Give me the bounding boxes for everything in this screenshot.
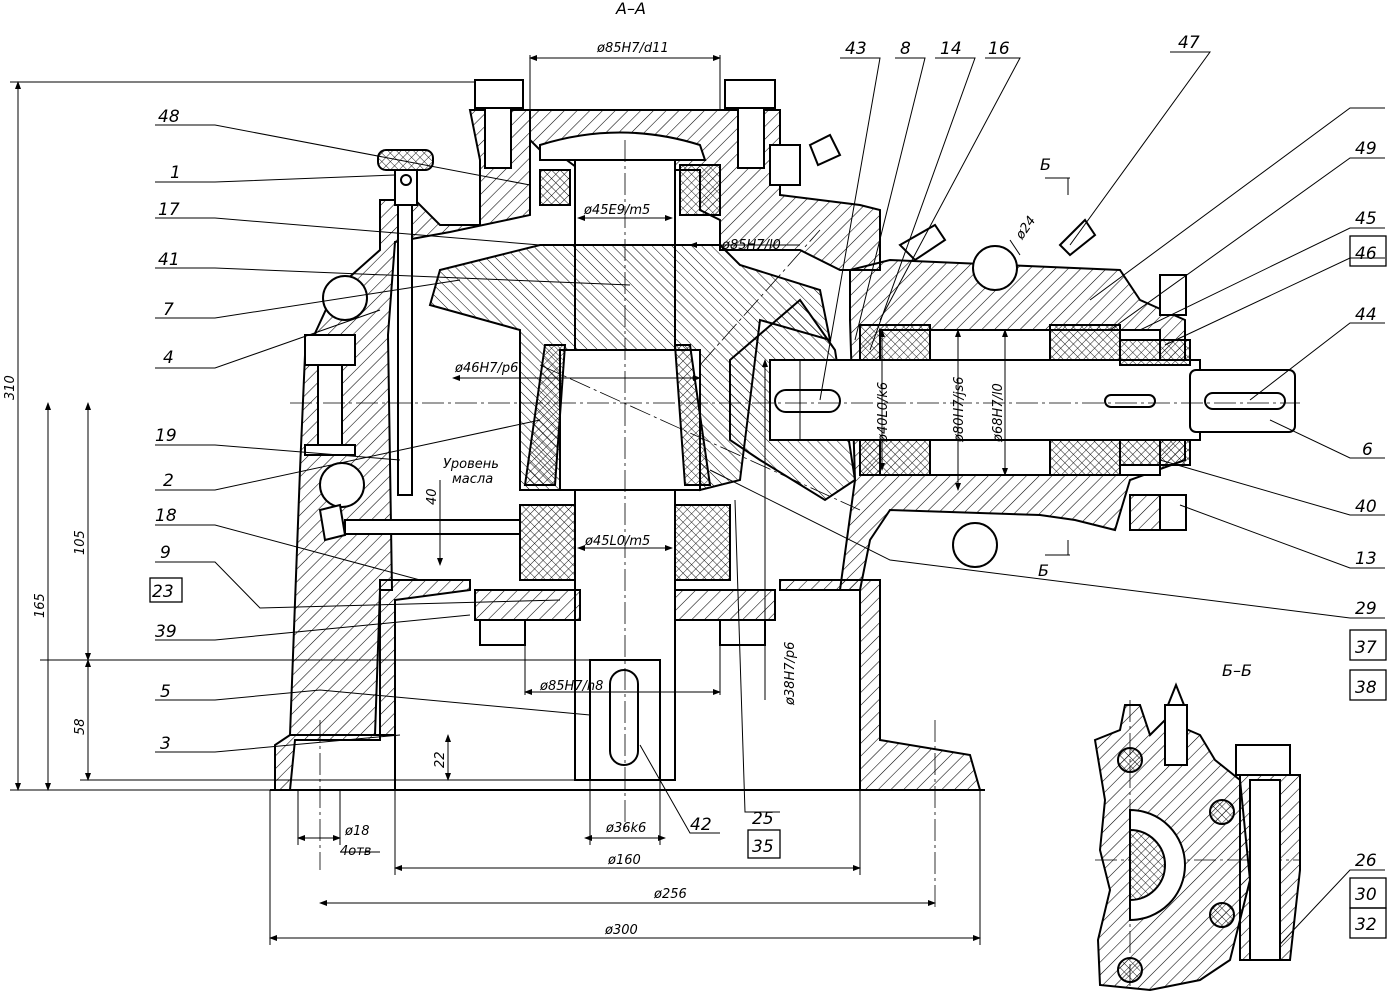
callout-32: 32 [1355, 915, 1377, 935]
callout-47: 47 [1178, 33, 1200, 53]
bolt-left [304, 334, 356, 366]
dipstick [397, 204, 413, 496]
housing-base-right [779, 579, 982, 791]
oil-level-note-2: масла [452, 472, 493, 487]
cut-marker-bottom: Б [1038, 561, 1049, 580]
callout-9: 9 [160, 543, 171, 563]
bolt-top-right [724, 79, 776, 109]
section-b-b [1093, 682, 1301, 992]
drain-screw [344, 519, 521, 535]
callout-3: 3 [160, 734, 171, 754]
bearing-top [679, 164, 721, 216]
callout-37: 37 [1355, 638, 1377, 658]
callout-41: 41 [158, 250, 180, 270]
callout-18: 18 [155, 506, 177, 526]
callout-6: 6 [1362, 440, 1373, 460]
callout-40: 40 [1355, 497, 1377, 517]
housing-base [274, 579, 471, 791]
dim-165: 165 [33, 593, 48, 618]
cut-marker-top: Б [1040, 155, 1051, 174]
dimension-lines [10, 55, 1070, 945]
callout-45: 45 [1355, 209, 1377, 229]
dim-holes: 4отв [340, 844, 371, 859]
bolt-bottom-left [479, 619, 526, 646]
dim-d45-l0-m5: ø45L0/m5 [584, 534, 650, 549]
bearing-bottom [519, 504, 576, 581]
dim-105: 105 [73, 530, 88, 555]
section-title-b: Б–Б [1222, 661, 1252, 680]
dim-d300: ø300 [604, 923, 638, 938]
callout-8: 8 [900, 39, 911, 59]
callout-1: 1 [170, 163, 181, 183]
callout-boxes [149, 235, 1387, 939]
callout-4: 4 [163, 348, 174, 368]
callout-30: 30 [1355, 885, 1377, 905]
dim-d45-e9-m5: ø45E9/m5 [583, 203, 650, 218]
callout-13: 13 [1355, 549, 1377, 569]
callout-19: 19 [155, 426, 177, 446]
bolt-bottom-right [719, 619, 766, 646]
dim-d24: ø24 [1012, 214, 1039, 243]
leader-lines [155, 51, 1385, 956]
dim-d38-h7-p6: ø38H7/p6 [783, 642, 798, 706]
bearing-right-h [1049, 324, 1121, 361]
bolt-top-left [474, 79, 524, 109]
callout-23: 23 [152, 582, 174, 602]
breather-knob [377, 149, 434, 171]
callout-42: 42 [690, 815, 712, 835]
dim-40: 40 [425, 488, 440, 505]
dim-d40-l0-k6: ø40L0/k6 [876, 382, 891, 443]
dim-22: 22 [433, 751, 448, 768]
callout-25: 25 [752, 809, 774, 829]
bottom-flange [474, 589, 581, 621]
callout-49: 49 [1355, 139, 1377, 159]
dim-d46-h7-p6: ø46H7/p6 [454, 361, 518, 376]
callout-7: 7 [163, 300, 174, 320]
dim-d85-h7-h8: ø85H7/h8 [539, 679, 603, 694]
dim-d85-h7-l0: ø85H7/l0 [721, 238, 781, 253]
callout-44: 44 [1355, 305, 1377, 325]
callout-5: 5 [160, 682, 171, 702]
dim-310: 310 [3, 375, 18, 400]
callout-39: 39 [155, 622, 177, 642]
dim-d36-k6: ø36k6 [605, 821, 646, 836]
lift-hole-right [972, 245, 1018, 291]
callout-38: 38 [1355, 678, 1377, 698]
callout-35: 35 [752, 837, 774, 857]
callout-16: 16 [988, 39, 1010, 59]
grease-fitting-top [898, 223, 947, 262]
callout-48: 48 [158, 107, 180, 127]
dim-d18: ø18 [344, 824, 370, 839]
callout-43: 43 [845, 39, 867, 59]
callout-26: 26 [1355, 851, 1377, 871]
callout-46: 46 [1355, 244, 1377, 264]
callout-2: 2 [163, 471, 174, 491]
callout-17: 17 [158, 200, 180, 220]
callout-14: 14 [940, 39, 962, 59]
dim-d85-h7-d11: ø85H7/d11 [596, 41, 669, 56]
dim-d160: ø160 [607, 853, 641, 868]
dim-d68-h7-l0: ø68H7/l0 [991, 383, 1006, 443]
bolt-right [1159, 274, 1187, 316]
oil-level-note: Уровень [443, 457, 499, 472]
bearing-left-h [859, 324, 931, 361]
labels: А–А Б–Б Б Б ø85H7/d11 ø45E9/m5 ø85H7/l0 … [3, 0, 1377, 938]
dim-d80-h7-js6: ø80H7/js6 [952, 376, 967, 443]
dim-58: 58 [73, 718, 88, 735]
section-title-a: А–А [615, 0, 646, 18]
dim-d256: ø256 [653, 887, 687, 902]
callout-29: 29 [1355, 599, 1377, 619]
